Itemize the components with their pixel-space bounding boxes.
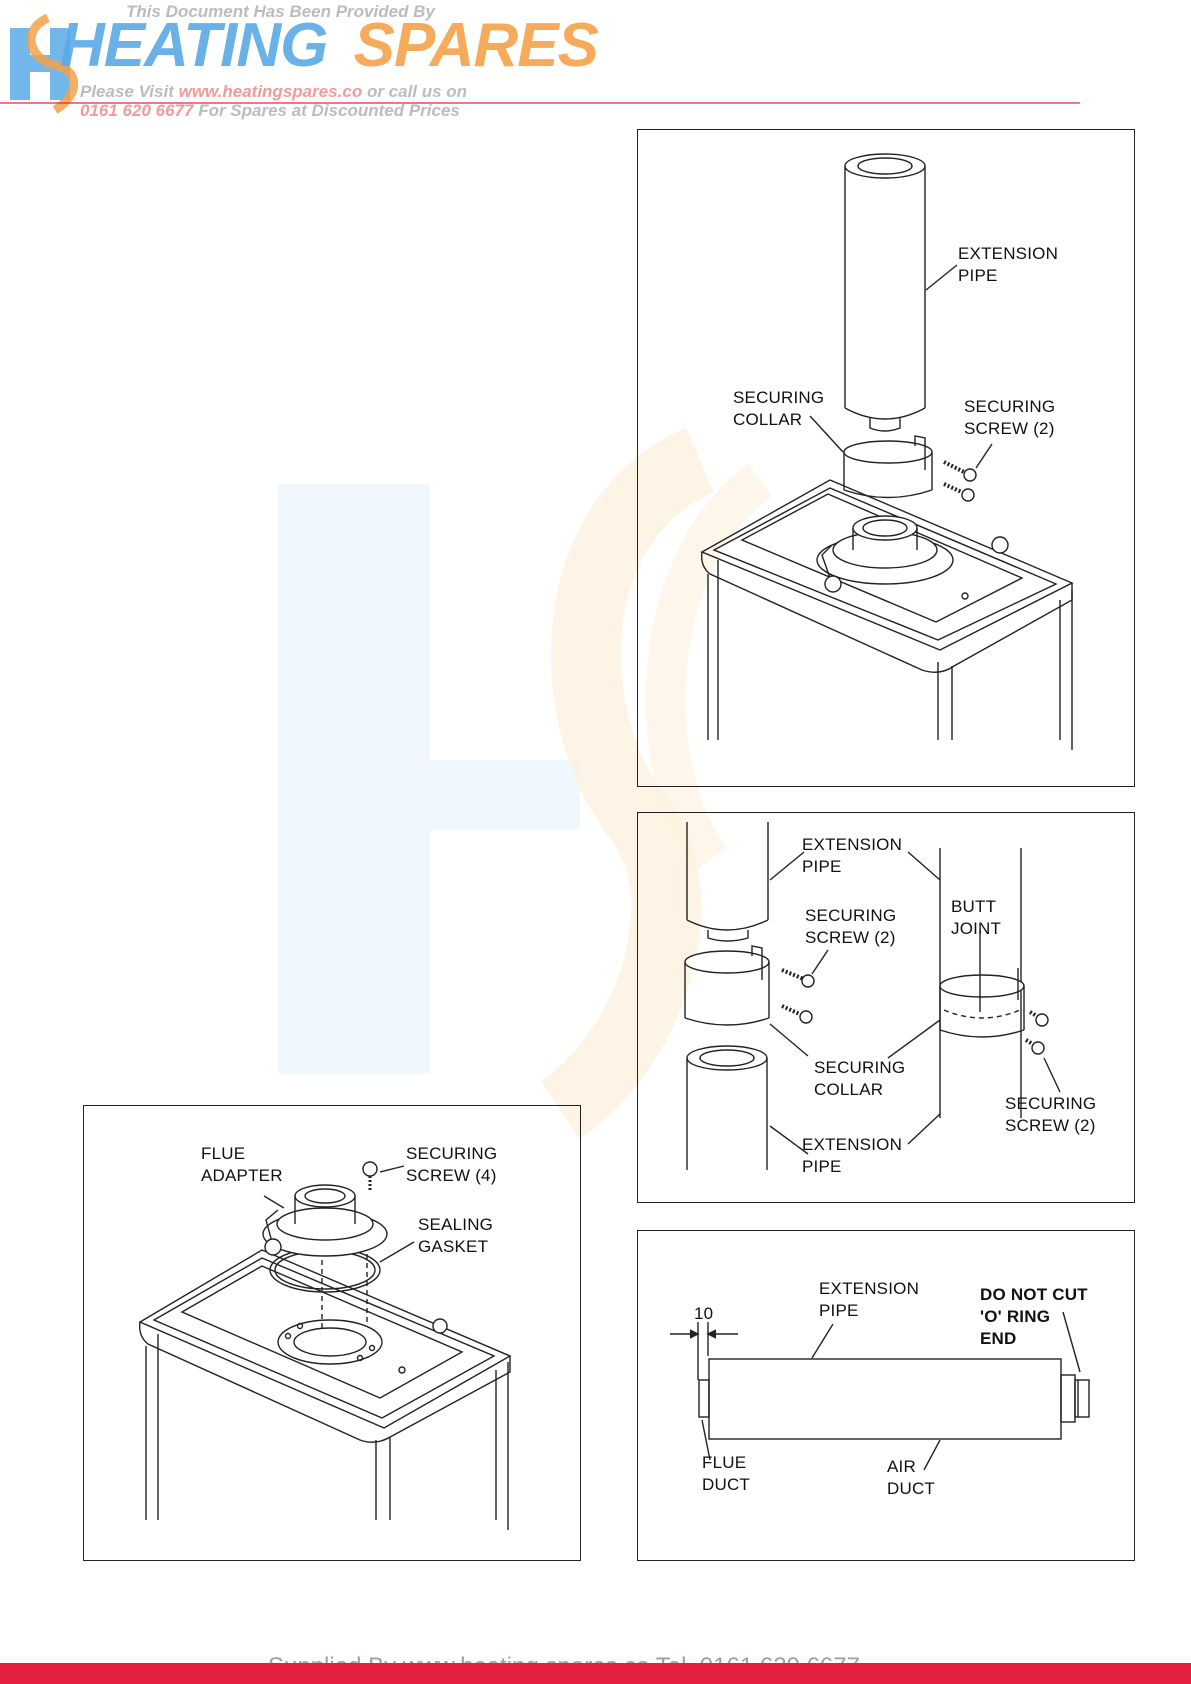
flue-duct-left <box>698 1379 710 1418</box>
brand-logo-mark <box>0 13 1080 114</box>
label-extension-pipe-top: EXTENSION PIPE <box>802 835 903 876</box>
air-duct-body <box>708 1358 1062 1440</box>
label-extension-pipe-bottom: EXTENSION PIPE <box>802 1135 903 1176</box>
figure-panel-pipe-cutting <box>637 1230 1135 1561</box>
watermark-swirl <box>539 427 716 1140</box>
label-do-not-cut: DO NOT CUT 'O' RING END <box>980 1285 1088 1348</box>
label-flue-duct: FLUE DUCT <box>702 1453 751 1494</box>
figure-panel-extension-pipe-fitting <box>637 129 1135 787</box>
label-securing-collar-mid: SECURING COLLAR <box>814 1058 906 1099</box>
label-securing-collar: SECURING COLLAR <box>733 388 825 429</box>
label-securing-screw-4: SECURING SCREW (4) <box>406 1144 498 1185</box>
visit-prefix: Please Visit <box>80 82 174 101</box>
label-air-duct: AIR DUCT <box>887 1457 936 1498</box>
label-securing-screw-left: SECURING SCREW (2) <box>805 906 897 947</box>
phone-number: 0161 620 6677 <box>80 101 194 120</box>
label-securing-screw-right: SECURING SCREW (2) <box>1005 1094 1097 1135</box>
label-extension-pipe-cut: EXTENSION PIPE <box>819 1279 920 1320</box>
o-ring-end <box>1060 1374 1076 1423</box>
footer-bar <box>0 1663 1191 1684</box>
watermark-h-left <box>278 484 430 1074</box>
screw-top-1 <box>943 460 977 482</box>
phone-suffix: For Spares at Discounted Prices <box>198 101 460 120</box>
label-sealing-gasket: SEALING GASKET <box>418 1215 494 1256</box>
provided-by-text: This Document Has Been Provided By <box>126 2 435 21</box>
brand-name: HEATING SPARES <box>60 10 599 81</box>
label-butt-joint: BUTT JOINT <box>951 897 1002 938</box>
label-dimension-10: 10 <box>694 1304 714 1323</box>
label-flue-adapter: FLUE ADAPTER <box>201 1144 283 1185</box>
label-securing-screw: SECURING SCREW (2) <box>964 397 1056 438</box>
figure-panel-pipe-joint <box>637 812 1135 1203</box>
brand-spares: SPARES <box>353 11 599 80</box>
phone-line: 0161 620 6677 For Spares at Discounted P… <box>80 101 460 121</box>
screw-top-2 <box>943 482 975 502</box>
watermark-h-mid <box>430 760 580 830</box>
brand-heating: HEATING <box>60 11 328 80</box>
visit-line: Please Visit www.heatingspares.co or cal… <box>80 82 467 102</box>
label-extension-pipe: EXTENSION PIPE <box>958 244 1059 285</box>
visit-suffix: or call us on <box>366 82 468 101</box>
visit-url[interactable]: www.heatingspares.co <box>178 82 363 101</box>
figure-panel-flue-adapter <box>83 1105 581 1561</box>
